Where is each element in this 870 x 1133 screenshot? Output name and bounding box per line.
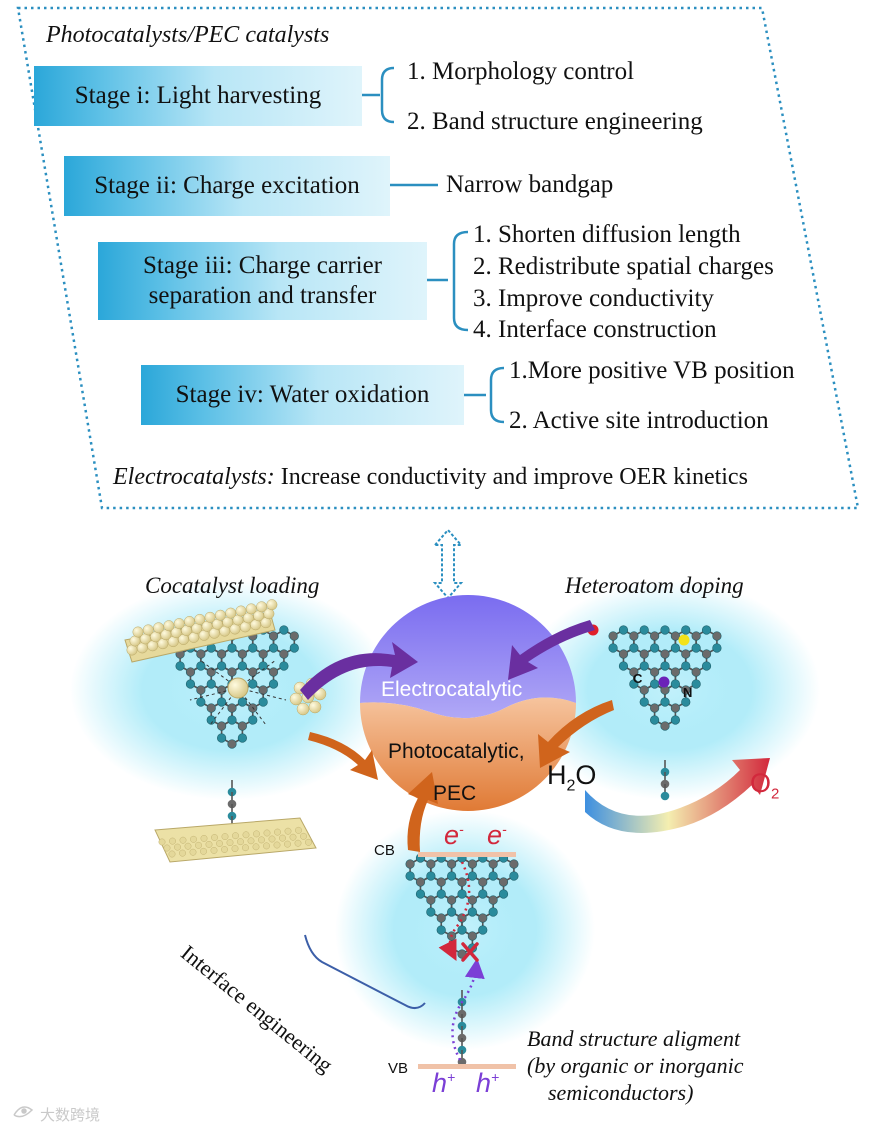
water-label: H2O <box>547 760 596 795</box>
stage-iii-label-line1: Stage iii: Charge carrier <box>142 252 383 279</box>
nitrogen-atom-label: N <box>683 685 693 700</box>
watermark: 大数跨境 <box>40 1107 101 1124</box>
hole-1-sup: + <box>447 1069 456 1085</box>
stage-i-item-1: 1. Morphology control <box>407 58 635 85</box>
oxygen-sub: 2 <box>771 785 780 803</box>
electron-2-sup: - <box>502 821 507 837</box>
oxygen-label: O2 <box>750 768 779 802</box>
water-h: H <box>547 760 567 790</box>
pec-label: PEC <box>433 782 477 805</box>
stage-iii-item-3: 3. Improve conductivity <box>473 285 714 312</box>
stage-iii-item-1: 1. Shorten diffusion length <box>473 221 741 248</box>
water-o: O <box>575 760 597 790</box>
carbon-atom-label: C <box>633 671 643 686</box>
stage-iii-box: Stage iii: Charge carrier separation and… <box>98 242 427 320</box>
vb-label: VB <box>388 1060 409 1077</box>
water-sub: 2 <box>566 777 576 795</box>
electron-1-sup: - <box>459 821 464 837</box>
footer-italic: Electrocatalysts: <box>113 464 275 490</box>
stage-ii-label: Stage ii: Charge excitation <box>94 172 360 199</box>
footer-text: Increase conductivity and improve OER ki… <box>274 464 748 490</box>
photocatalytic-label: Photocatalytic, <box>388 740 525 763</box>
stage-iii-item-4: 4. Interface construction <box>473 316 717 343</box>
heteroatom-doping-label: Heteroatom doping <box>565 573 744 598</box>
hole-1: h+ <box>432 1068 455 1099</box>
cocatalyst-loading-label: Cocatalyst loading <box>145 573 320 598</box>
electron-1-e: e <box>444 820 460 850</box>
band-alignment-line2: (by organic or inorganic <box>527 1053 744 1078</box>
hole-1-h: h <box>432 1068 448 1098</box>
catalytic-sphere <box>360 595 576 811</box>
hole-2-sup: + <box>491 1069 500 1085</box>
stage-iv-box: Stage iv: Water oxidation <box>141 365 464 425</box>
stage-iv-item-1: 1.More positive VB position <box>509 357 795 384</box>
stage-iii-item-2: 2. Redistribute spatial charges <box>473 253 774 280</box>
cocatalyst-rod <box>124 599 278 663</box>
electrocatalytic-label: Electrocatalytic <box>381 678 523 701</box>
top-panel-frame <box>16 6 860 510</box>
electron-2: e- <box>487 820 507 851</box>
band-alignment-line1: Band structure aligment <box>527 1026 741 1051</box>
hole-2: h+ <box>476 1068 499 1099</box>
cb-label: CB <box>374 842 395 859</box>
stage-i-item-2: 2. Band structure engineering <box>407 108 703 135</box>
hole-2-h: h <box>476 1068 492 1098</box>
electrocatalysts-footer: Electrocatalysts: Increase conductivity … <box>113 464 748 491</box>
electron-2-e: e <box>487 820 503 850</box>
electron-1: e- <box>444 820 464 851</box>
stage-ii-box: Stage ii: Charge excitation <box>64 156 390 216</box>
oxygen-o: O <box>750 768 772 798</box>
stage-i-box: Stage i: Light harvesting <box>34 66 362 126</box>
stage-iv-item-2: 2. Active site introduction <box>509 407 769 434</box>
stage-ii-item-1: Narrow bandgap <box>446 171 614 198</box>
right-molecular-network <box>587 624 722 801</box>
band-alignment-line3: semiconductors) <box>548 1080 694 1105</box>
panel-header: Photocatalysts/PEC catalysts <box>46 22 330 48</box>
stage-i-label: Stage i: Light harvesting <box>74 82 322 109</box>
stage-iii-label-line2: separation and transfer <box>148 282 377 309</box>
stage-iv-label: Stage iv: Water oxidation <box>175 381 430 408</box>
